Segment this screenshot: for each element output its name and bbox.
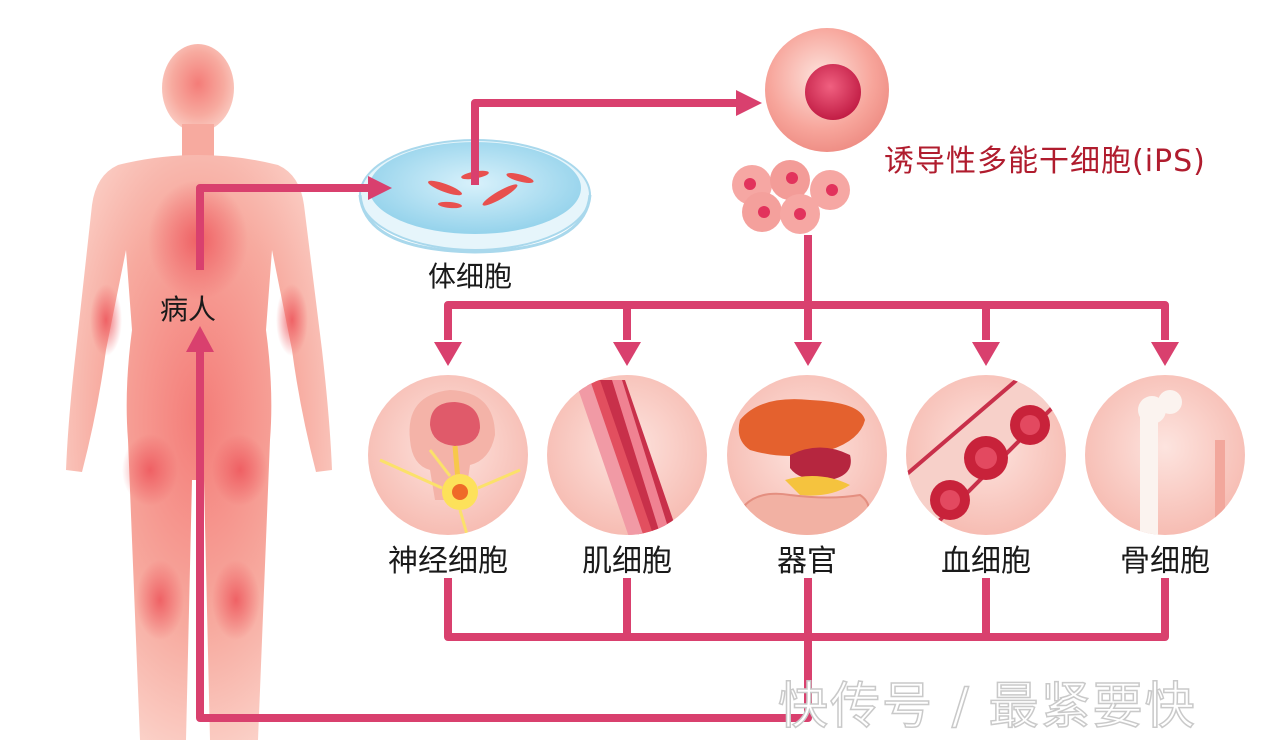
arrow-head-bone <box>1151 342 1179 366</box>
return-to-patient-line <box>196 348 812 722</box>
somatic-cell-label: 体细胞 <box>428 260 513 293</box>
ips-cell-label: 诱导性多能干细胞(iPS) <box>884 144 1206 179</box>
ips-cell-cluster-icon <box>732 160 850 234</box>
bone-cell-label: 骨细胞 <box>1120 544 1210 579</box>
blood-cells-icon <box>906 375 1066 535</box>
flow-arrows <box>196 99 1169 722</box>
blood-cell-label: 血细胞 <box>941 544 1031 579</box>
patient-label: 病人 <box>160 293 217 326</box>
arrow-head-organs <box>794 342 822 366</box>
bone-icon <box>1085 375 1245 535</box>
muscle-fiber-icon <box>547 375 707 535</box>
arrow-head-neuron <box>434 342 462 366</box>
arrow-head-patient <box>186 326 214 352</box>
arrow-head-ips <box>736 90 762 116</box>
patient-to-dish-line <box>196 184 370 270</box>
organs-icon <box>727 375 887 535</box>
neuron-brain-icon <box>368 375 528 535</box>
arrow-head-blood <box>972 342 1000 366</box>
neuron-label: 神经细胞 <box>388 544 508 579</box>
ips-cell-icon <box>765 28 889 152</box>
arrow-head-muscle <box>613 342 641 366</box>
dish-to-ips-line <box>471 99 740 185</box>
muscle-cell-label: 肌细胞 <box>582 544 672 579</box>
arrow-head-dish <box>368 176 392 200</box>
petri-dish <box>358 139 592 254</box>
organ-label: 器官 <box>777 544 837 579</box>
watermark: 快传号 / 最紧要快 <box>777 676 1197 736</box>
branch-line <box>444 301 1169 340</box>
